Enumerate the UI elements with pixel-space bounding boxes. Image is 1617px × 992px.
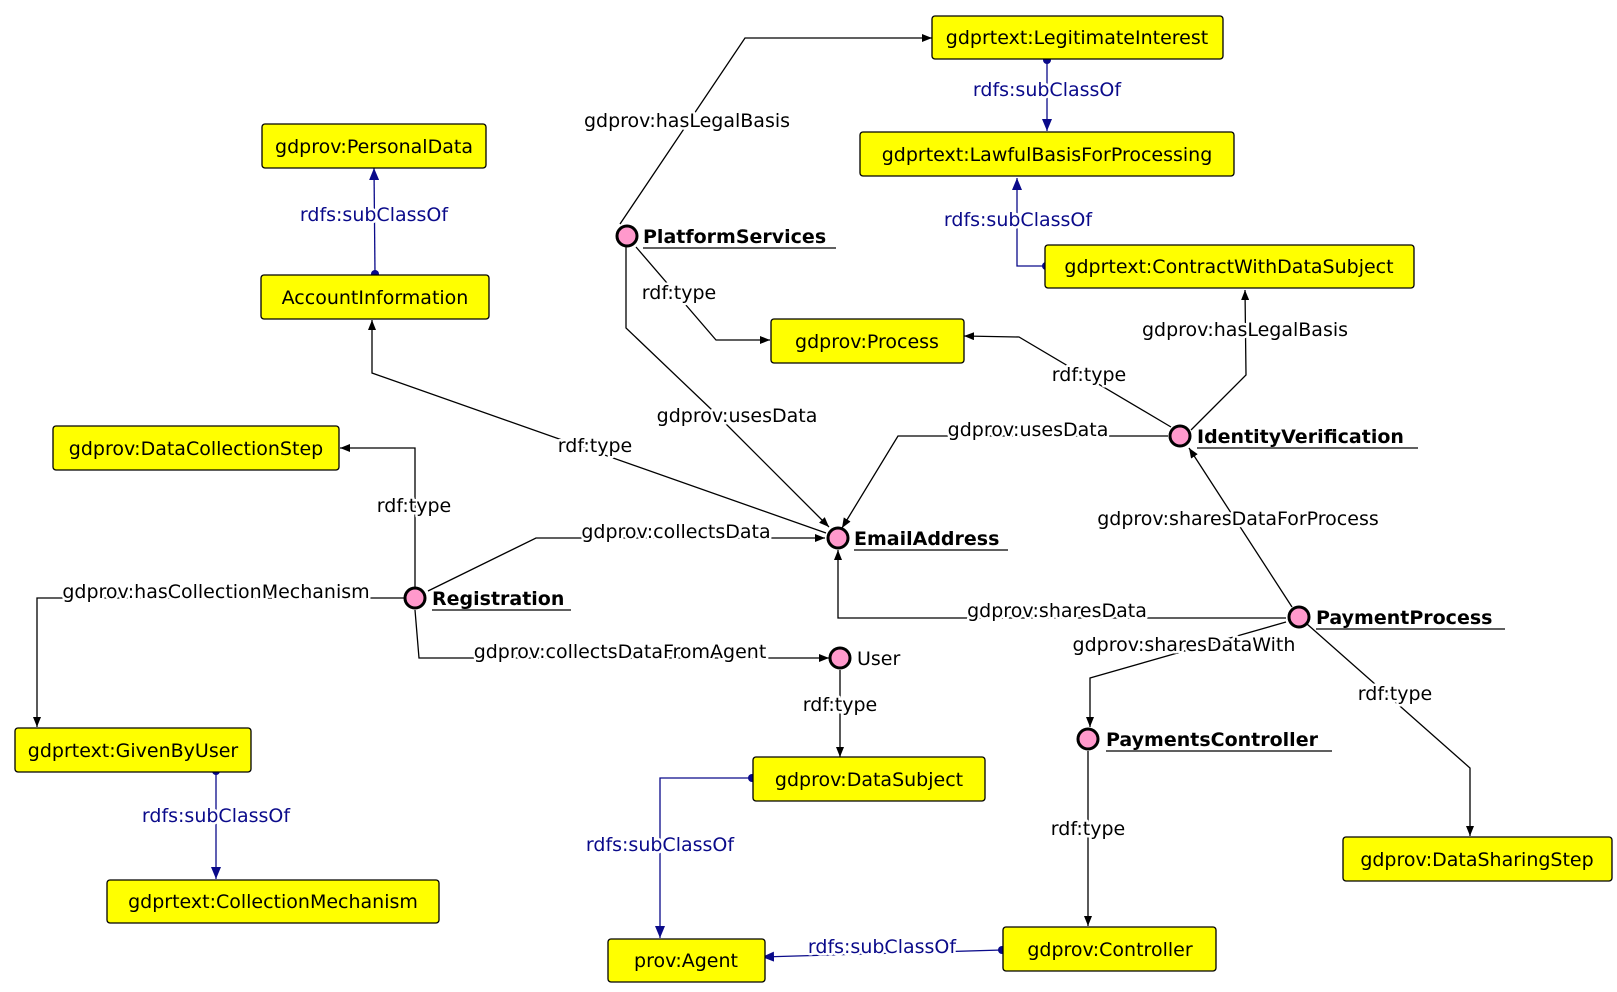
class-agent[interactable]: prov:Agent [607, 938, 766, 983]
label-payment-shares-data-for-process: gdprov:sharesDataForProcess [1097, 508, 1379, 530]
label-payment-type: rdf:type [1358, 683, 1432, 705]
label-registration-collects-data: gdprov:collectsData [581, 521, 770, 543]
class-legitimate-interest[interactable]: gdprtext:LegitimateInterest [931, 15, 1224, 60]
label-given-by-user-subclass: rdfs:subClassOf [142, 805, 291, 827]
individual-payment-process[interactable]: PaymentProcess [1287, 605, 1505, 630]
class-contract-with-data-subject-label: gdprtext:ContractWithDataSubject [1064, 256, 1393, 278]
label-platform-has-legal-basis: gdprov:hasLegalBasis [584, 110, 790, 132]
class-collection-mechanism-label: gdprtext:CollectionMechanism [128, 891, 418, 913]
individual-platform-services[interactable]: PlatformServices [615, 224, 836, 249]
class-process[interactable]: gdprov:Process [770, 318, 965, 364]
label-controller-type: rdf:type [1051, 818, 1125, 840]
label-registration-has-collection-mechanism: gdprov:hasCollectionMechanism [62, 581, 369, 603]
label-registration-collects-data-from-agent: gdprov:collectsDataFromAgent [474, 641, 767, 663]
individual-platform-services-label: PlatformServices [643, 226, 826, 248]
class-agent-label: prov:Agent [634, 950, 738, 972]
label-email-type: rdf:type [558, 435, 632, 457]
edges [33, 34, 1474, 962]
individual-user-label: User [857, 648, 900, 670]
class-lawful-basis[interactable]: gdprtext:LawfulBasisForProcessing [859, 131, 1235, 177]
individual-payment-process-label: PaymentProcess [1316, 607, 1492, 629]
individual-payments-controller[interactable]: PaymentsController [1076, 727, 1332, 752]
class-collection-mechanism[interactable]: gdprtext:CollectionMechanism [106, 879, 440, 924]
class-personal-data-label: gdprov:PersonalData [275, 136, 473, 158]
edge-payment-type [1306, 623, 1474, 836]
class-data-subject-label: gdprov:DataSubject [775, 769, 963, 791]
edge-platform-uses-data [625, 247, 830, 528]
label-platform-type: rdf:type [642, 282, 716, 304]
class-process-label: gdprov:Process [795, 331, 939, 353]
label-payment-shares-data: gdprov:sharesData [967, 600, 1147, 622]
individual-payments-controller-label: PaymentsController [1106, 729, 1319, 751]
edge-data-subject-subclass [655, 777, 752, 938]
edge-email-type [368, 320, 827, 534]
class-given-by-user[interactable]: gdprtext:GivenByUser [14, 727, 252, 773]
label-identity-has-legal-basis: gdprov:hasLegalBasis [1142, 319, 1348, 341]
class-data-sharing-step-label: gdprov:DataSharingStep [1360, 849, 1593, 871]
class-data-collection-step[interactable]: gdprov:DataCollectionStep [52, 425, 340, 471]
label-legit-subclass: rdfs:subClassOf [973, 79, 1122, 101]
edge-registration-type [340, 444, 416, 588]
edge-platform-type [635, 246, 770, 344]
individual-email-address-label: EmailAddress [854, 528, 999, 550]
individual-email-address[interactable]: EmailAddress [826, 526, 1008, 551]
edge-registration-collects-data [427, 534, 825, 592]
edge-payment-shares-data [834, 550, 1286, 619]
edge-platform-has-legal-basis [619, 34, 932, 225]
individual-user[interactable]: User [828, 646, 900, 670]
label-controller-subclass: rdfs:subClassOf [808, 936, 957, 958]
edge-identity-type [963, 332, 1172, 428]
individual-nodes: PlatformServices IdentityVerification Em… [403, 224, 1505, 752]
class-nodes: gdprtext:LegitimateInterest gdprtext:Law… [14, 15, 1613, 983]
label-identity-type: rdf:type [1052, 364, 1126, 386]
individual-identity-verification-label: IdentityVerification [1197, 426, 1404, 448]
individual-identity-verification[interactable]: IdentityVerification [1168, 424, 1418, 449]
individual-registration-label: Registration [432, 588, 564, 610]
class-data-subject[interactable]: gdprov:DataSubject [752, 756, 986, 802]
label-account-subclass: rdfs:subClassOf [300, 204, 449, 226]
label-platform-uses-data: gdprov:usesData [657, 405, 818, 427]
class-data-collection-step-label: gdprov:DataCollectionStep [69, 438, 323, 460]
label-payment-shares-data-with: gdprov:sharesDataWith [1073, 634, 1296, 656]
label-identity-uses-data: gdprov:usesData [948, 419, 1109, 441]
individual-registration[interactable]: Registration [403, 586, 571, 611]
label-data-subject-subclass: rdfs:subClassOf [586, 834, 735, 856]
edge-payment-shares-data-with [1086, 621, 1287, 727]
class-legitimate-interest-label: gdprtext:LegitimateInterest [946, 27, 1208, 49]
edge-payment-shares-data-for-process [1188, 447, 1293, 608]
edge-contract-subclass [1012, 178, 1046, 267]
label-registration-type: rdf:type [377, 495, 451, 517]
edge-registration-collects-data-from-agent [414, 609, 829, 662]
label-contract-subclass: rdfs:subClassOf [944, 209, 1093, 231]
class-data-sharing-step[interactable]: gdprov:DataSharingStep [1342, 836, 1613, 882]
edge-labels: gdprov:hasLegalBasis rdfs:subClassOf rdf… [60, 77, 1435, 961]
edge-identity-uses-data [841, 435, 1168, 529]
class-lawful-basis-label: gdprtext:LawfulBasisForProcessing [882, 144, 1213, 166]
label-user-type: rdf:type [803, 694, 877, 716]
class-given-by-user-label: gdprtext:GivenByUser [28, 740, 239, 762]
edge-controller-subclass [761, 949, 1003, 962]
edge-account-subclass [369, 167, 380, 275]
class-account-information-label: AccountInformation [282, 287, 469, 309]
class-contract-with-data-subject[interactable]: gdprtext:ContractWithDataSubject [1044, 244, 1415, 289]
class-controller[interactable]: gdprov:Controller [1002, 926, 1217, 972]
class-personal-data[interactable]: gdprov:PersonalData [261, 123, 487, 169]
class-account-information[interactable]: AccountInformation [260, 274, 490, 320]
class-controller-label: gdprov:Controller [1027, 939, 1192, 961]
edge-registration-has-collection-mechanism [33, 597, 404, 727]
edge-identity-has-legal-basis [1190, 289, 1250, 431]
